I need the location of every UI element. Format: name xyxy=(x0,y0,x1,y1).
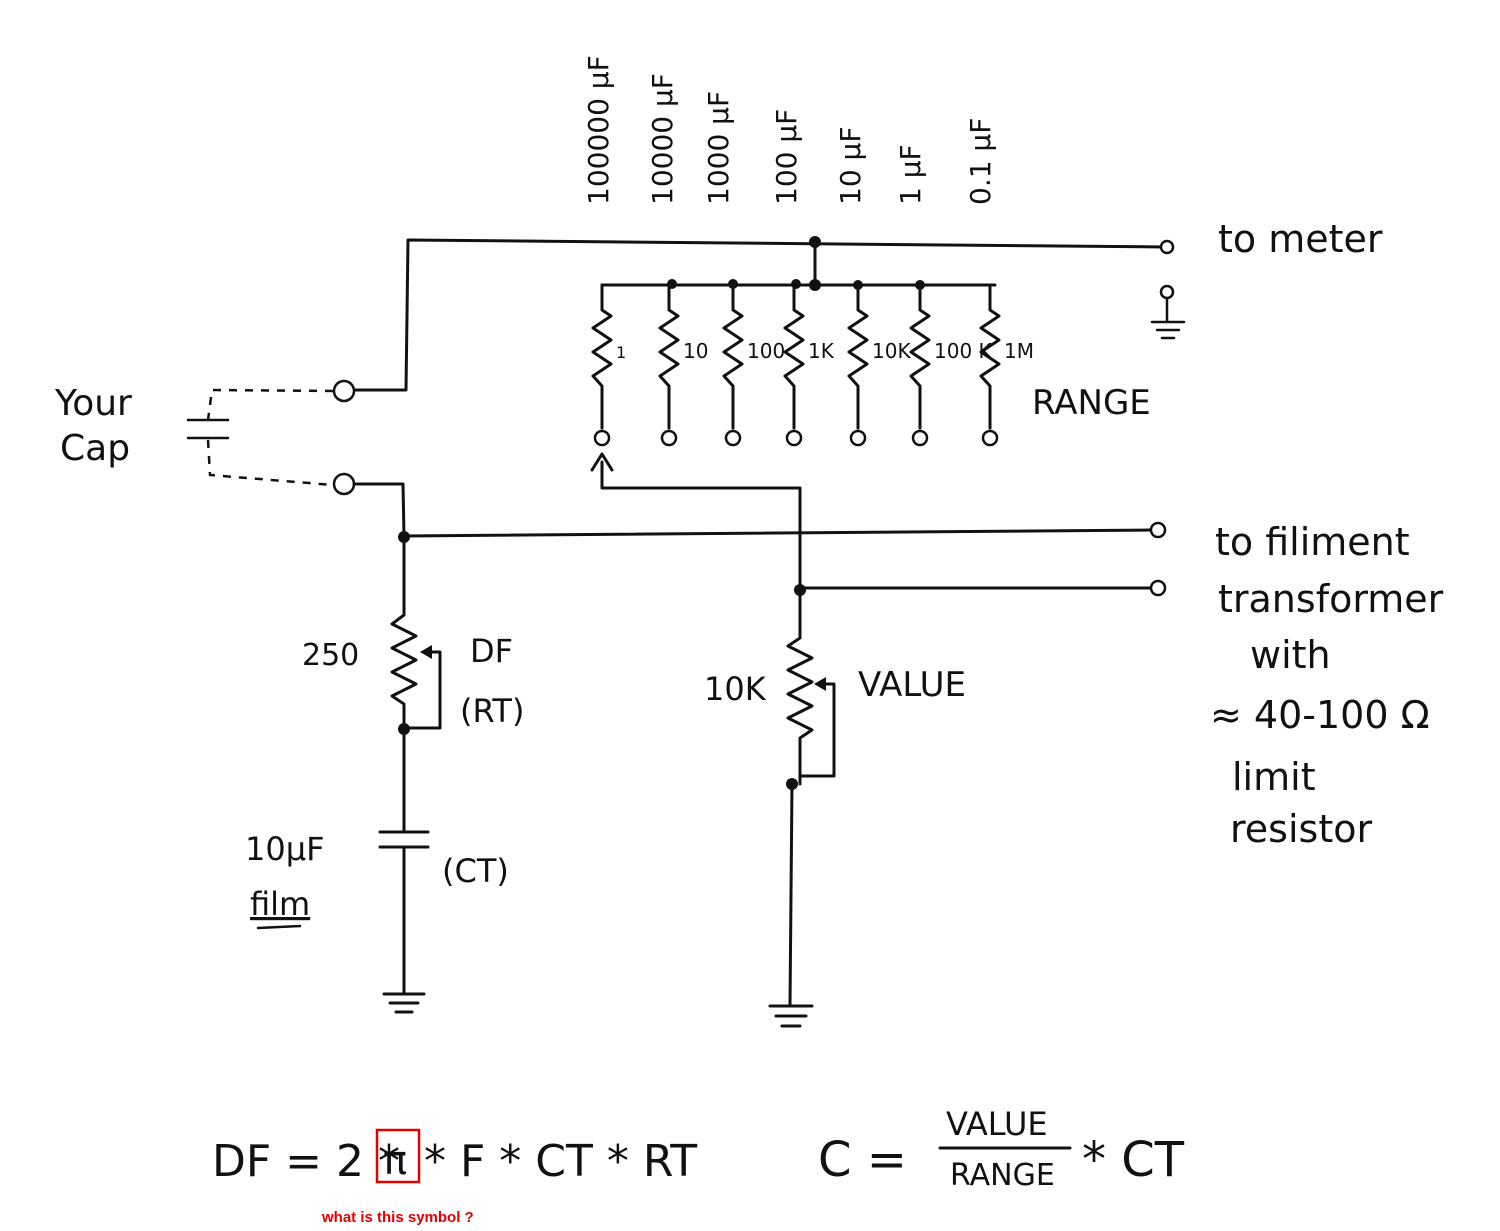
your-cap-dashed-leads xyxy=(206,388,334,487)
range-resistor-value: 1 xyxy=(616,343,626,362)
meter-ground-terminal xyxy=(1159,284,1175,300)
meter-terminal xyxy=(1159,239,1175,255)
your-cap-label-1: Your xyxy=(54,383,132,424)
range-resistor-value: 1M xyxy=(1004,339,1034,363)
c-formula-left: C = xyxy=(818,1132,907,1188)
left-ground-symbol xyxy=(382,992,426,1014)
df-label: DF xyxy=(470,632,513,670)
range-label: RANGE xyxy=(1032,383,1151,423)
range-resistor-zigzag xyxy=(783,283,805,430)
range-resistor-zigzag xyxy=(847,283,869,430)
df-formula-symbol: π xyxy=(383,1138,407,1184)
range-resistor-value: 10 xyxy=(683,339,708,363)
symbol-highlight-box xyxy=(375,1128,421,1184)
range-resistor-zigzag xyxy=(909,283,931,430)
capacitor-range-label: 1 µF xyxy=(894,144,927,205)
filament-note-line: ≈ 40-100 Ω xyxy=(1210,693,1430,737)
range-switch-contact[interactable] xyxy=(849,429,867,447)
range-switch-contact[interactable] xyxy=(660,429,678,447)
filament-note-line: resistor xyxy=(1230,807,1372,851)
capacitor-range-label: 1000 µF xyxy=(702,91,735,205)
filament-note-line: transformer xyxy=(1218,577,1444,621)
range-resistor: 10 xyxy=(658,283,708,447)
your-cap-terminal-top xyxy=(332,379,356,403)
ct-value-label: 10µF xyxy=(245,830,324,868)
range-resistor-zigzag xyxy=(979,283,1001,430)
value-resistor xyxy=(786,588,814,786)
rt-value-label: 250 xyxy=(302,638,359,673)
filament-terminal-2 xyxy=(1149,579,1167,597)
range-wiper-wire xyxy=(600,460,802,590)
value-res-label: 10K xyxy=(704,670,767,708)
meter-ground-symbol xyxy=(1150,296,1186,340)
left-branch-wire xyxy=(352,482,1154,538)
range-switch-contact[interactable] xyxy=(785,429,803,447)
range-resistor-zigzag xyxy=(658,283,680,430)
symbol-question-note: what is this symbol ? xyxy=(321,1209,474,1226)
range-resistor: 1 xyxy=(591,283,626,447)
bus-dot-center xyxy=(809,279,821,291)
your-cap-symbol xyxy=(186,418,230,440)
df-formula-right: * F * CT * RT xyxy=(424,1136,697,1187)
range-resistor: 100 xyxy=(722,283,785,447)
range-wiper-arrow xyxy=(590,452,614,472)
to-meter-label: to meter xyxy=(1218,217,1383,261)
capacitor-range-labels: 100000 µF 10000 µF 1000 µF 100 µF 10 µF 1 µF 0… xyxy=(582,55,997,205)
ct-type-label: film xyxy=(250,885,310,923)
range-switch-contact[interactable] xyxy=(911,429,929,447)
range-switch-contact[interactable] xyxy=(593,429,611,447)
ct-underline xyxy=(256,924,302,930)
capacitor-range-label: 100 µF xyxy=(770,109,803,205)
your-cap-terminal-bottom xyxy=(332,472,356,496)
range-resistor-zigzag xyxy=(591,283,613,430)
range-switch-contact[interactable] xyxy=(724,429,742,447)
capacitor-range-label: 0.1 µF xyxy=(964,118,997,205)
c-formula-right: * CT xyxy=(1082,1132,1185,1188)
rt-wiper-arrow xyxy=(420,645,432,659)
rt-resistor xyxy=(390,535,418,732)
filament-terminal-1 xyxy=(1149,521,1167,539)
range-resistor-value: 1K xyxy=(808,339,835,363)
ct-wire xyxy=(378,727,430,994)
range-resistor-value: 100 xyxy=(747,339,785,363)
ct-label: (CT) xyxy=(442,852,509,890)
value-wiper-arrow xyxy=(814,677,826,691)
right-ground-symbol xyxy=(768,1004,814,1028)
df-formula-left: DF = 2 * xyxy=(212,1136,400,1187)
range-resistor: 100 K xyxy=(909,283,993,447)
your-cap-label-2: Cap xyxy=(60,428,130,469)
range-resistor-value: 10K xyxy=(872,339,911,363)
filament-note-line: to filiment xyxy=(1215,520,1410,564)
range-resistor: 1M xyxy=(979,283,1034,447)
filament-transformer-note: to filiment transformer with ≈ 40-100 Ω limi… xyxy=(1210,520,1444,851)
rt-label: (RT) xyxy=(460,692,524,730)
top-wire xyxy=(343,238,1167,392)
filament-note-line: limit xyxy=(1232,755,1316,799)
value-bottom-wire xyxy=(788,782,794,1007)
range-resistor: 10K xyxy=(847,283,911,447)
range-switch-contact[interactable] xyxy=(981,429,999,447)
value-wiper xyxy=(798,682,836,778)
range-bus xyxy=(600,240,997,287)
capacitor-range-label: 10 µF xyxy=(834,127,867,205)
capacitor-range-label: 100000 µF xyxy=(582,55,615,205)
c-formula-denominator: RANGE xyxy=(950,1158,1055,1193)
range-resistor-zigzag xyxy=(722,283,744,430)
range-resistor: 1K xyxy=(783,283,835,447)
value-label: VALUE xyxy=(858,665,966,705)
filament-note-line: with xyxy=(1250,633,1331,677)
c-formula-numerator: VALUE xyxy=(946,1105,1048,1143)
capacitor-range-label: 10000 µF xyxy=(646,73,679,205)
